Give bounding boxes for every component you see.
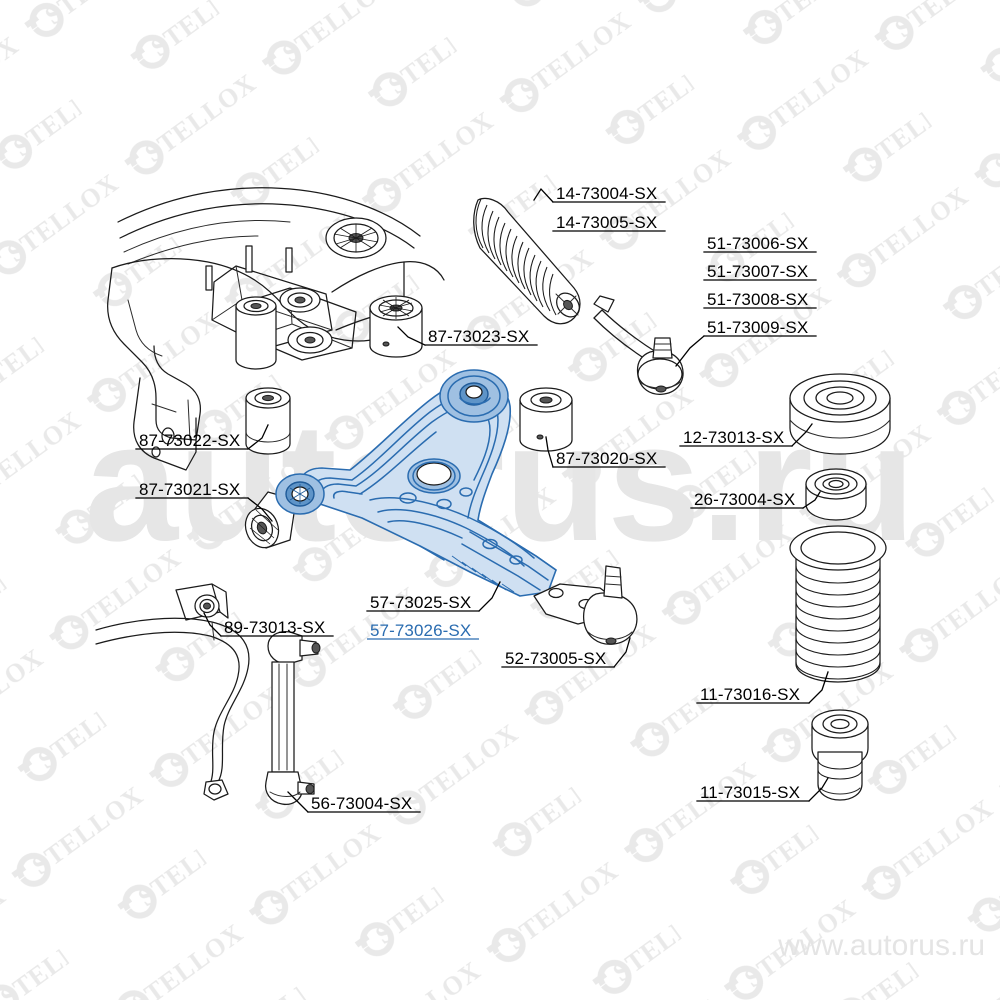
part-number-89-73013-sx: 89-73013-SX [224,618,326,637]
label-underlines [135,201,817,813]
part-12-73013-strut-mount [789,373,891,455]
part-14-73004-rack-boot [473,197,581,325]
part-89-73013-stabilizer-bushing [175,583,229,621]
part-number-51-73009-sx: 51-73009-SX [707,318,809,337]
part-number-87-73020-sx: 87-73020-SX [556,449,658,468]
part-87-73022-bushing [245,387,291,455]
part-number-11-73016-sx: 11-73016-SX [700,685,801,704]
part-11-73016-strut-dust-boot [789,525,887,683]
part-number-26-73004-sx: 26-73004-SX [694,490,796,509]
part-number-51-73008-sx: 51-73008-SX [707,290,809,309]
part-number-14-73004-sx: 14-73004-SX [556,184,658,203]
leader-line [545,436,554,468]
leader-line [478,581,501,612]
part-number-51-73006-sx: 51-73006-SX [707,234,809,253]
part-number-87-73022-sx: 87-73022-SX [139,431,241,450]
part-number-52-73005-sx: 52-73005-SX [505,649,607,668]
part-number-87-73023-sx: 87-73023-SX [428,327,530,346]
part-number-56-73004-sx: 56-73004-SX [311,794,413,813]
leader-line [397,326,426,346]
leader-line [533,187,554,203]
leader-line [802,491,821,509]
part-number-57-73025-sx: 57-73025-SX [370,593,472,612]
part-87-73020-bushing [519,387,573,452]
part-87-73023-bushing [369,295,423,358]
part-stabilizer-bar [95,617,250,801]
part-number-12-73013-sx: 12-73013-SX [683,428,785,447]
leader-line [247,424,269,450]
part-number-51-73007-sx: 51-73007-SX [707,262,809,281]
part-number-11-73015-sx: 11-73015-SX [700,783,801,802]
part-26-73004-strut-bearing [805,468,867,521]
part-number-14-73005-sx: 14-73005-SX [556,213,658,232]
subframe-assembly [106,187,445,471]
leader-line [203,612,222,637]
part-52-73005-ball-joint [533,565,638,645]
leader-line [675,335,705,367]
leader-lines [203,187,829,813]
footer-url-watermark: www.autorus.ru [777,929,985,962]
part-57-73026-control-arm [275,369,557,597]
part-number-87-73021-sx: 87-73021-SX [139,480,241,499]
leader-line [808,777,829,802]
part-number-57-73026-sx[interactable]: 57-73026-SX [370,621,472,640]
leader-line [808,671,829,704]
leader-line [791,423,813,447]
leader-line [247,497,273,522]
leader-line [287,791,309,813]
part-11-73015-bump-stop [811,709,869,801]
leader-line [613,637,631,668]
part-51-73006-tie-rod-end [593,295,684,395]
